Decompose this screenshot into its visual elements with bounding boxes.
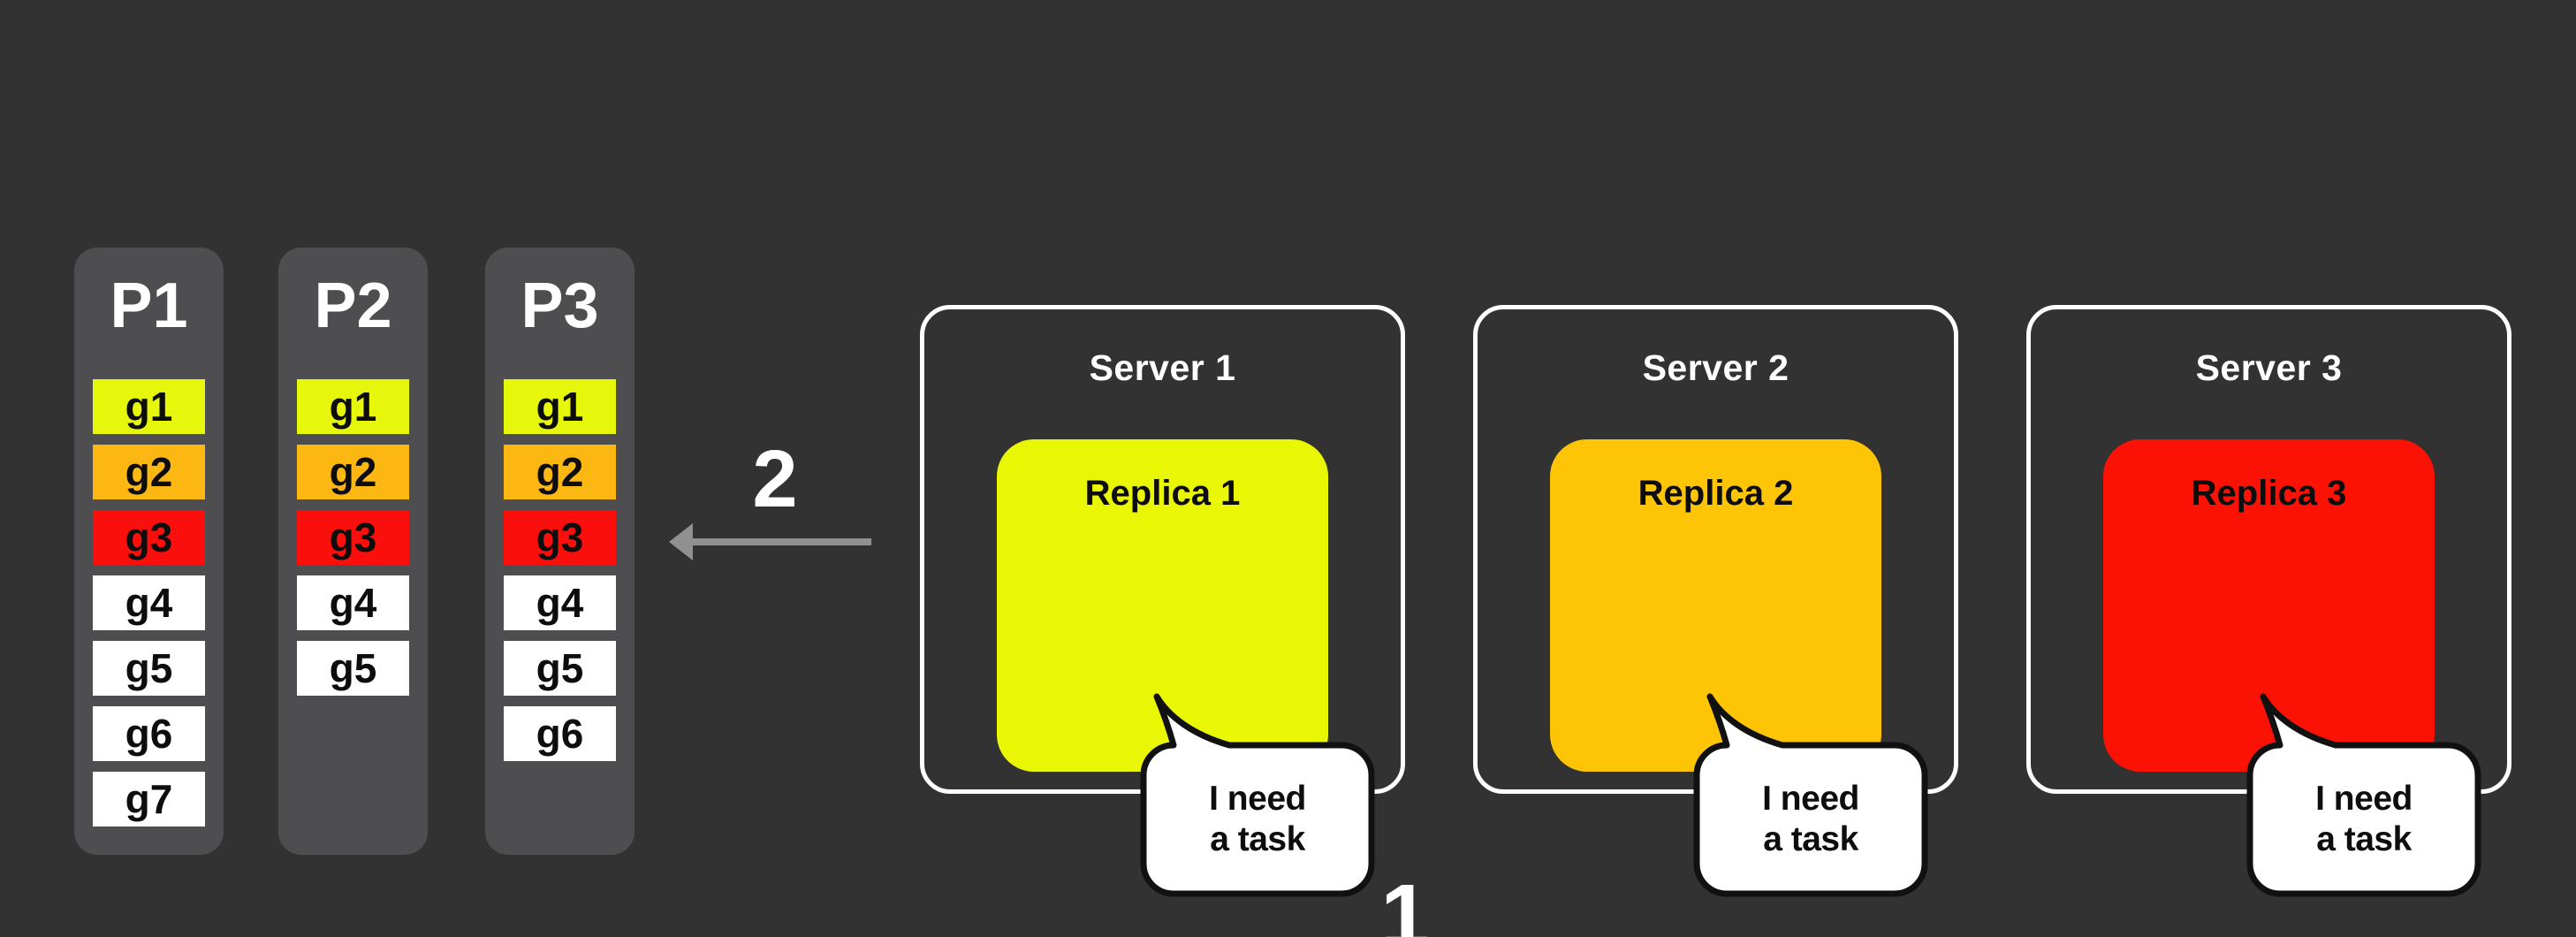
task-cell: g6 bbox=[504, 706, 616, 761]
task-cell: g1 bbox=[504, 379, 616, 434]
task-cell-stack: g1 g2 g3 g4 g5 g6 bbox=[485, 379, 635, 761]
speech-bubble-shape bbox=[2246, 693, 2481, 897]
server-box-2: Server 2 Replica 2 I need a task bbox=[1473, 305, 1958, 897]
speech-bubble-shape bbox=[1140, 693, 1375, 897]
server-box-1: Server 1 Replica 1 I need a task bbox=[920, 305, 1405, 897]
task-cell: g5 bbox=[504, 641, 616, 696]
partition-label: P3 bbox=[521, 270, 599, 341]
partition-column-p1: P1 g1 g2 g3 g4 g5 g6 g7 bbox=[74, 248, 224, 855]
bubble-text: I need a task bbox=[2250, 745, 2478, 894]
server-box-3: Server 3 Replica 3 I need a task bbox=[2026, 305, 2511, 897]
replica-label: Replica 2 bbox=[1638, 474, 1794, 513]
task-cell: g4 bbox=[297, 575, 409, 630]
server-label: Server 1 bbox=[1089, 347, 1236, 388]
left-arrow-line bbox=[688, 538, 871, 545]
bubble-text-line: a task bbox=[2316, 820, 2412, 858]
task-cell: g3 bbox=[297, 510, 409, 565]
task-cell: g2 bbox=[297, 445, 409, 499]
step-1-label: 1 bbox=[1380, 866, 1430, 937]
bubble-tail-icon bbox=[2246, 693, 2481, 897]
server-label: Server 2 bbox=[1642, 347, 1790, 388]
task-cell: g2 bbox=[93, 445, 205, 499]
speech-bubble-2: I need a task bbox=[1692, 692, 1931, 900]
task-cell: g1 bbox=[297, 379, 409, 434]
speech-bubble-1: I need a task bbox=[1139, 692, 1378, 900]
bubble-text: I need a task bbox=[1144, 745, 1372, 894]
task-cell: g5 bbox=[297, 641, 409, 696]
bubble-text-line: a task bbox=[1763, 820, 1858, 858]
task-cell-stack: g1 g2 g3 g4 g5 bbox=[278, 379, 428, 696]
bubble-text-line: I need bbox=[2315, 780, 2413, 818]
bubble-text-line: I need bbox=[1762, 780, 1859, 818]
task-cell: g6 bbox=[93, 706, 205, 761]
partition-label: P1 bbox=[110, 270, 188, 341]
task-cell: g7 bbox=[93, 772, 205, 827]
task-cell: g4 bbox=[504, 575, 616, 630]
replica-label: Replica 1 bbox=[1084, 474, 1241, 513]
speech-bubble-3: I need a task bbox=[2245, 692, 2484, 900]
replica-box-3: Replica 3 bbox=[2103, 439, 2435, 772]
partition-label: P2 bbox=[314, 270, 392, 341]
task-cell: g4 bbox=[93, 575, 205, 630]
step-2-label: 2 bbox=[752, 434, 798, 524]
partition-column-p2: P2 g1 g2 g3 g4 g5 bbox=[278, 248, 428, 855]
bubble-text: I need a task bbox=[1697, 745, 1925, 894]
bubble-text-line: a task bbox=[1210, 820, 1305, 858]
server-label: Server 3 bbox=[2195, 347, 2343, 388]
task-cell: g3 bbox=[93, 510, 205, 565]
replica-label: Replica 3 bbox=[2191, 474, 2347, 513]
partition-column-p3: P3 g1 g2 g3 g4 g5 g6 bbox=[485, 248, 635, 855]
task-cell-stack: g1 g2 g3 g4 g5 g6 g7 bbox=[74, 379, 224, 827]
task-cell: g1 bbox=[93, 379, 205, 434]
task-cell: g5 bbox=[93, 641, 205, 696]
task-cell: g2 bbox=[504, 445, 616, 499]
task-cell: g3 bbox=[504, 510, 616, 565]
bubble-tail-icon bbox=[1140, 693, 1375, 897]
bubble-text-line: I need bbox=[1209, 780, 1306, 818]
bubble-tail-icon bbox=[1693, 693, 1928, 897]
speech-bubble-shape bbox=[1693, 693, 1928, 897]
